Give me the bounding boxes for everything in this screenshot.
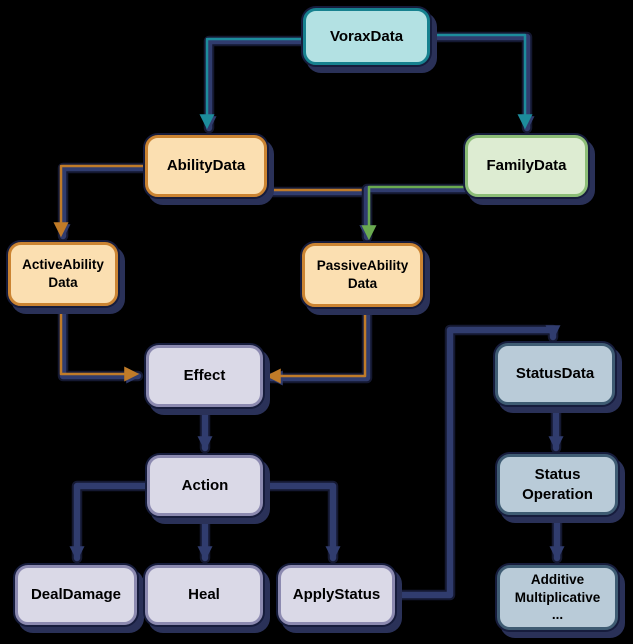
edge-action-applystatus xyxy=(256,480,341,564)
node-label: ApplyStatus xyxy=(292,586,381,604)
node-voraxdata: VoraxData xyxy=(303,8,430,65)
node-label: Data xyxy=(347,276,378,291)
node-label: FamilyData xyxy=(486,157,567,175)
node-label: ActiveAbility xyxy=(22,257,104,273)
node-label: ... xyxy=(551,607,564,623)
edge-passiveabilitydata-effect xyxy=(265,300,373,386)
node-label: VoraxData xyxy=(329,27,404,45)
edge-action-dealdamage xyxy=(69,480,154,564)
node-applystatus: ApplyStatus xyxy=(278,565,395,625)
node-label: Operation xyxy=(522,485,593,503)
edge-familydata-passiveabilitydata xyxy=(359,183,471,243)
edge-voraxdata-abilitydata xyxy=(199,35,309,134)
node-dealdamage: DealDamage xyxy=(15,565,137,625)
edge-applystatus-statusdata xyxy=(388,324,561,601)
node-label: Data xyxy=(48,275,78,290)
node-label: DealDamage xyxy=(30,586,122,604)
node-label: Multiplicative xyxy=(514,589,601,605)
node-label: AbilityData xyxy=(166,157,246,175)
node-label: StatusData xyxy=(515,365,595,383)
node-statusdata: StatusData xyxy=(495,343,615,405)
node-label: Heal xyxy=(188,586,220,604)
node-abilitydata: AbilityData xyxy=(145,135,267,197)
edge-abilitydata-activeabilitydata xyxy=(53,162,151,242)
edge-voraxdata-familydata xyxy=(424,31,535,134)
node-label: Status xyxy=(534,466,581,483)
node-action: Action xyxy=(147,455,263,516)
node-familydata: FamilyData xyxy=(465,135,588,197)
node-label: Action xyxy=(181,476,229,494)
node-label: Effect xyxy=(183,367,226,385)
node-label: PassiveAbility xyxy=(316,258,409,274)
edge-activeabilitydata-effect xyxy=(57,299,144,384)
node-effect: Effect xyxy=(146,345,263,407)
node-label: Additive xyxy=(530,572,585,588)
node-heal: Heal xyxy=(145,565,263,625)
